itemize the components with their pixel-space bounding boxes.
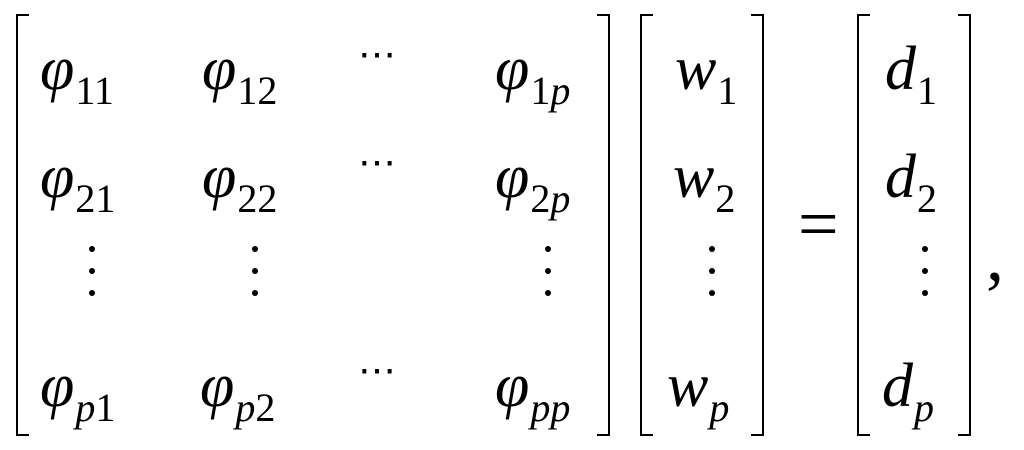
matrix-entry: φpp xyxy=(495,352,571,431)
rhs-entry: dp xyxy=(882,352,934,431)
matrix-entry: φ2p xyxy=(495,143,571,222)
matrix-entry: φ1p xyxy=(495,35,571,114)
weight-entry: w1 xyxy=(675,35,738,114)
matrix-entry: φp1 xyxy=(40,352,116,431)
equals-sign: = xyxy=(798,184,839,264)
vertical-ellipsis xyxy=(709,246,715,300)
matrix-entry: φ12 xyxy=(202,35,278,114)
matrix-entry: φ11 xyxy=(40,35,114,114)
matrix-entry: φ22 xyxy=(202,143,278,222)
vertical-ellipsis xyxy=(545,246,551,300)
rhs-right-bracket xyxy=(958,14,971,436)
horizontal-ellipsis: ⋯ xyxy=(358,34,397,76)
weight-entry: w2 xyxy=(673,143,736,222)
rhs-left-bracket xyxy=(857,14,870,436)
weight-right-bracket xyxy=(751,14,764,436)
matrix-left-bracket xyxy=(16,14,29,436)
matrix-entry: φ21 xyxy=(40,143,116,222)
trailing-comma: , xyxy=(986,216,1004,296)
rhs-entry: d2 xyxy=(885,143,937,222)
vertical-ellipsis xyxy=(252,246,258,300)
matrix-entry: φp2 xyxy=(200,352,276,431)
weight-left-bracket xyxy=(640,14,653,436)
rhs-entry: d1 xyxy=(885,35,937,114)
vertical-ellipsis xyxy=(89,246,95,300)
matrix-right-bracket xyxy=(597,14,610,436)
horizontal-ellipsis: ⋯ xyxy=(358,350,397,392)
horizontal-ellipsis: ⋯ xyxy=(358,142,397,184)
weight-entry: wp xyxy=(667,352,730,431)
vertical-ellipsis xyxy=(922,246,928,300)
